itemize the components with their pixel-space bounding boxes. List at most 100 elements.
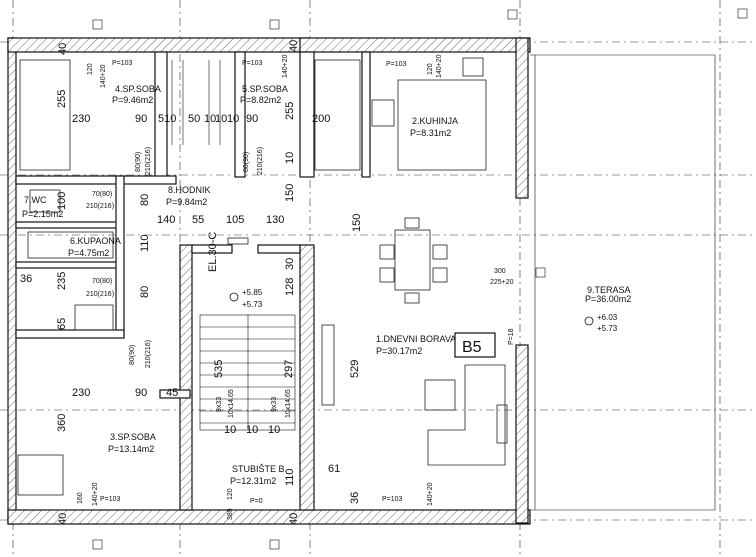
- dim-label: 10: [204, 113, 216, 125]
- stair-level-top: +5.85: [242, 288, 263, 297]
- room-name-sp-soba-3: 3.SP.SOBA: [110, 432, 156, 442]
- dim-label: P=103: [386, 61, 407, 68]
- level-marker-icon: [584, 316, 594, 326]
- dim-label: 30: [284, 258, 296, 270]
- dim-label: 40: [288, 40, 300, 52]
- furniture: [17, 57, 508, 496]
- level-marker-icon: [229, 292, 239, 302]
- room-area-sp-soba-4: P=9.46m2: [112, 95, 153, 105]
- unit-label-text: B5: [462, 339, 482, 356]
- dimension-labels: 40 120 140+20 P=103 P=103 140+20 40 P=10…: [20, 40, 515, 525]
- room-area-sp-soba-3: P=13.14m2: [108, 444, 154, 454]
- dim-label: P=103: [112, 60, 133, 67]
- dim-label: 50: [188, 113, 200, 125]
- dim-label: 210(216): [145, 147, 152, 175]
- dim-label: 230: [72, 387, 90, 399]
- dim-label: 9x33: [216, 397, 223, 412]
- room-area-kuhinja: P=8.31m2: [410, 128, 451, 138]
- dim-label: 110: [284, 468, 296, 486]
- dim-label: 10: [268, 424, 280, 436]
- room-name-kupaona: 6.KUPAONA: [70, 236, 121, 246]
- dim-label: 80(90): [129, 345, 136, 365]
- stair-treads: [171, 60, 296, 431]
- dim-label: 70(80): [92, 278, 112, 285]
- dim-label: 210(216): [145, 340, 152, 368]
- room-area-dnevni: P=30.17m2: [376, 346, 422, 356]
- room-name-sp-soba-4: 4.SP.SOBA: [115, 84, 161, 94]
- level-markers: +5.85 +5.73 +6.03 +5.73: [229, 288, 618, 333]
- room-name-sp-soba-5: 5.SP.SOBA: [242, 84, 288, 94]
- dim-label: 529: [349, 360, 361, 378]
- dim-label: 140+20: [100, 64, 107, 88]
- dim-label: 140+20: [282, 54, 289, 78]
- dim-label: 40: [288, 513, 300, 525]
- room-area-terasa: P=36.00m2: [585, 294, 631, 304]
- dim-label: 105: [226, 214, 244, 226]
- dim-label: 90: [135, 387, 147, 399]
- terrace-outline: [530, 54, 716, 511]
- dim-label: 150: [284, 184, 296, 202]
- room-name-stubiste: STUBIŠTE B.: [232, 464, 287, 474]
- room-name-terasa: 9.TERASA: [587, 285, 631, 295]
- dim-label: 140+20: [436, 54, 443, 78]
- dim-label: 40: [57, 513, 69, 525]
- dim-label: P=18: [508, 328, 515, 345]
- dim-label: EL.30-C: [207, 232, 219, 272]
- dim-label: 535: [213, 360, 225, 378]
- dim-label: 40: [57, 43, 69, 55]
- dim-label: P=103: [242, 60, 263, 67]
- terrace-level-bottom: +5.73: [597, 324, 618, 333]
- dim-label: 55: [192, 214, 204, 226]
- dim-label: 360: [56, 414, 68, 432]
- dim-label: 130: [266, 214, 284, 226]
- room-name-hodnik: 8.HODNIK: [168, 185, 211, 195]
- dim-label: 80(90): [135, 152, 142, 172]
- dim-label: 45: [166, 387, 178, 399]
- room-area-sp-soba-5: P=8.82m2: [240, 95, 281, 105]
- dim-label: 10: [284, 152, 296, 164]
- dim-label: 210(216): [257, 147, 264, 175]
- dim-label: 61: [328, 463, 340, 475]
- dim-label: 36: [349, 492, 361, 504]
- dim-label: 200: [312, 113, 330, 125]
- dim-label: 10x14.65: [285, 389, 292, 418]
- dim-label: 80: [139, 286, 151, 298]
- dim-label: 120: [87, 63, 94, 75]
- room-name-kuhinja: 2.KUHINJA: [412, 116, 458, 126]
- dim-label: 9x33: [271, 397, 278, 412]
- dim-label: P=0: [250, 498, 263, 505]
- dim-label: 255: [56, 90, 68, 108]
- dim-label: 36: [20, 273, 32, 285]
- dim-label: 80: [139, 194, 151, 206]
- dim-label: 210(216): [86, 203, 114, 210]
- room-area-stubiste: P=12.31m2: [230, 476, 276, 486]
- terrace-level-top: +6.03: [597, 313, 618, 322]
- room-area-hodnik: P=9.84m2: [166, 197, 207, 207]
- dim-label: 297: [283, 360, 295, 378]
- dim-label: 10: [227, 113, 239, 125]
- dim-label: 70(80): [92, 191, 112, 198]
- dim-label: 510: [158, 113, 176, 125]
- dim-label: 120: [427, 63, 434, 75]
- walls: [7, 37, 531, 525]
- dim-label: 10x14.65: [228, 389, 235, 418]
- dim-label: 389: [227, 508, 234, 520]
- dim-label: 140: [157, 214, 175, 226]
- room-name-wc: 7.WC: [24, 195, 47, 205]
- dim-label: 120: [227, 488, 234, 500]
- dim-label: 90: [135, 113, 147, 125]
- dim-label: 100: [56, 192, 68, 210]
- dim-label: 110: [139, 234, 151, 252]
- dim-label: 150: [351, 214, 363, 232]
- dim-label: 10: [246, 424, 258, 436]
- dim-label: 128: [284, 278, 296, 296]
- dim-label: 90: [246, 113, 258, 125]
- dim-label: P=103: [382, 496, 403, 503]
- room-labels: 4.SP.SOBA P=9.46m2 5.SP.SOBA P=8.82m2 2.…: [22, 84, 631, 486]
- dim-label: 10: [215, 113, 227, 125]
- stair-level-bottom: +5.73: [242, 300, 263, 309]
- dim-label: 235: [56, 272, 68, 290]
- unit-label: B5: [454, 332, 496, 358]
- room-name-dnevni: 1.DNEVNI BORAVAK: [376, 334, 462, 344]
